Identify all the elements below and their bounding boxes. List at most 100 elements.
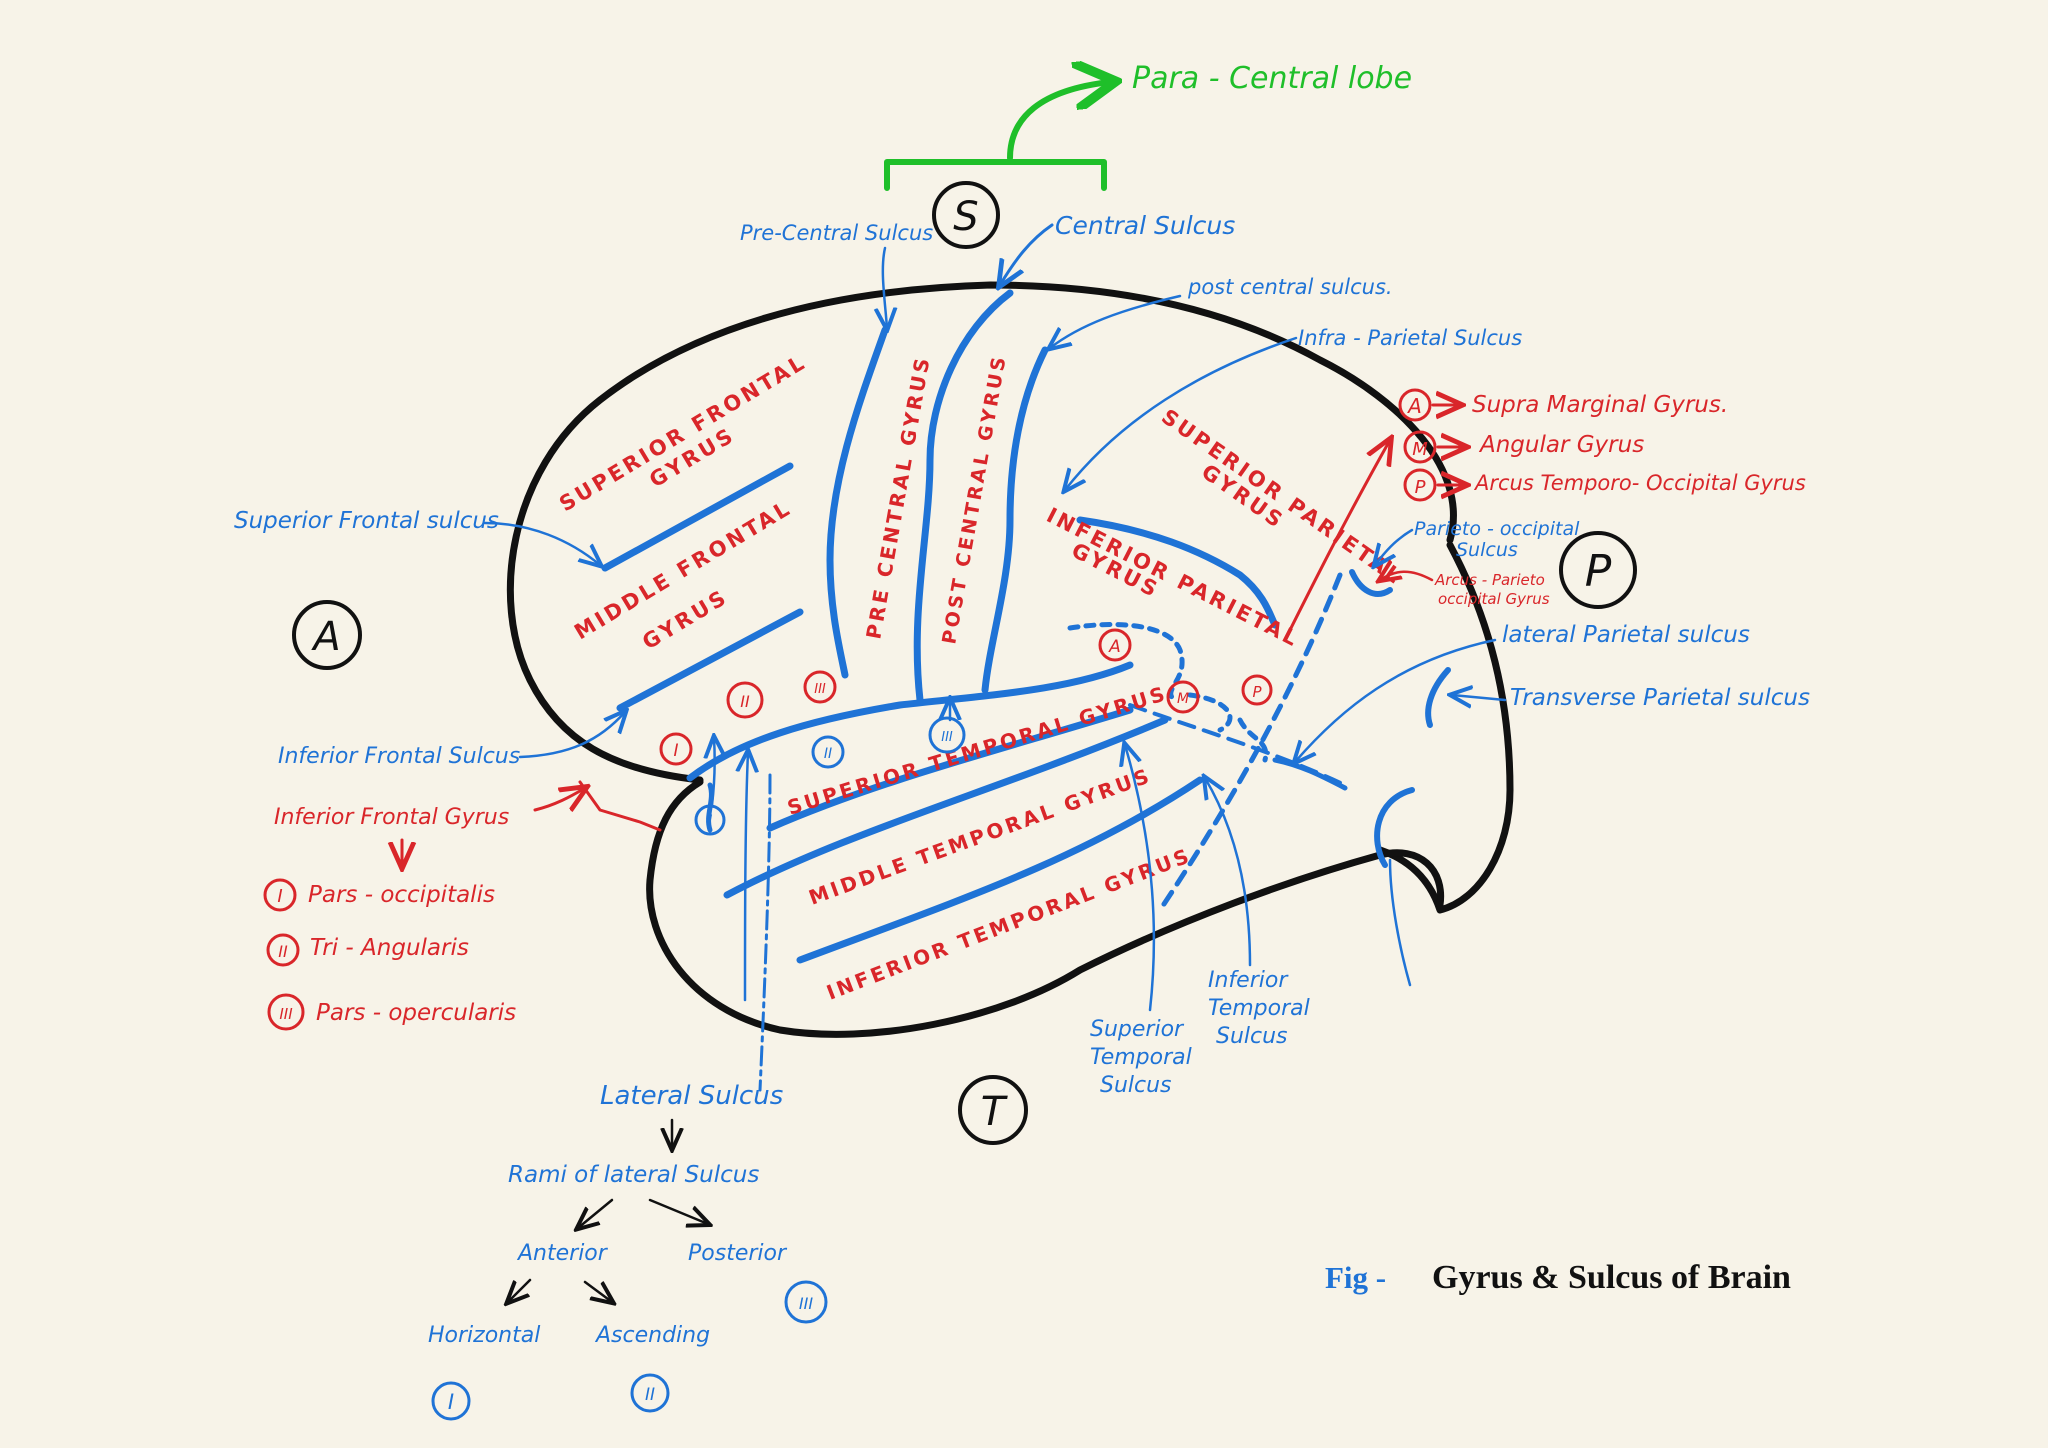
lateral-sulcus-tree: Lateral Sulcus Rami of lateral Sulcus An… bbox=[428, 1081, 828, 1421]
svg-text:Angular Gyrus: Angular Gyrus bbox=[1478, 432, 1644, 458]
supramarginal-dotted bbox=[1067, 622, 1185, 703]
region-p-badge: P bbox=[1559, 531, 1637, 609]
central-sulcus-label: Central Sulcus bbox=[1055, 211, 1235, 240]
svg-text:Sulcus: Sulcus bbox=[1100, 1073, 1172, 1098]
transverse-parietal-sulcus-line bbox=[1425, 667, 1451, 728]
superior-temporal-sulcus-arrow bbox=[1125, 745, 1156, 1012]
svg-text:I: I bbox=[707, 812, 712, 832]
svg-text:Temporal: Temporal bbox=[1208, 996, 1310, 1021]
brain-outline bbox=[506, 281, 1514, 1038]
paracentral-bracket bbox=[884, 82, 1110, 191]
svg-text:SUPERIOR FRONTAL: SUPERIOR FRONTAL bbox=[555, 350, 810, 517]
precentral-sulcus-label: Pre-Central Sulcus bbox=[740, 221, 933, 245]
occipital-tail bbox=[1388, 858, 1412, 987]
angular-dotted bbox=[1187, 692, 1233, 733]
brain-badges: I II III I II III A M P bbox=[659, 628, 1273, 836]
parieto-occipital-dashed bbox=[1157, 572, 1343, 913]
figure-caption-prefix: Fig - bbox=[1325, 1260, 1386, 1295]
svg-text:III: III bbox=[941, 730, 953, 745]
svg-text:Arcus Temporo- Occipital Gyrus: Arcus Temporo- Occipital Gyrus bbox=[1473, 471, 1806, 495]
svg-text:Rami of lateral Sulcus: Rami of lateral Sulcus bbox=[508, 1162, 759, 1188]
arcus-parieto-occipital-arc bbox=[1349, 569, 1393, 597]
inferior-frontal-gyrus-label: Inferior Frontal Gyrus bbox=[274, 805, 509, 830]
central-sulcus-arrow bbox=[1000, 223, 1054, 285]
svg-text:Anterior: Anterior bbox=[516, 1241, 609, 1266]
superior-temporal-sulcus-label: Superior Temporal Sulcus bbox=[1090, 1017, 1192, 1098]
superior-frontal-sulcus-line bbox=[601, 462, 794, 572]
region-t-badge: T bbox=[958, 1075, 1028, 1145]
inferior-frontal-gyrus-bracket bbox=[578, 780, 662, 832]
arcus-parieto-occipital-label: Arcus - Parieto bbox=[1434, 571, 1545, 589]
svg-text:I: I bbox=[448, 1390, 454, 1414]
svg-text:Supra Marginal Gyrus.: Supra Marginal Gyrus. bbox=[1472, 392, 1728, 418]
inferior-frontal-sulcus-line bbox=[616, 608, 804, 712]
inferior-temporal-sulcus-line bbox=[796, 776, 1204, 964]
lateral-parietal-sulcus-label: lateral Parietal sulcus bbox=[1502, 622, 1750, 648]
svg-text:Posterior: Posterior bbox=[688, 1241, 788, 1266]
lateral-sulcus-end bbox=[1272, 757, 1348, 791]
superior-temporal-sulcus-line bbox=[766, 706, 1134, 832]
superior-frontal-sulcus-label: Superior Frontal sulcus bbox=[234, 508, 499, 534]
svg-text:Sulcus: Sulcus bbox=[1216, 1024, 1288, 1049]
svg-text:Tri - Angularis: Tri - Angularis bbox=[310, 935, 469, 961]
svg-text:P: P bbox=[1415, 477, 1426, 498]
precentral-sulcus-arrow bbox=[883, 246, 887, 328]
svg-text:II: II bbox=[278, 942, 288, 961]
svg-text:M: M bbox=[1412, 439, 1428, 460]
svg-text:PRE CENTRAL GYRUS: PRE CENTRAL GYRUS bbox=[861, 354, 935, 641]
svg-text:II: II bbox=[824, 746, 832, 762]
parieto-occipital-sulcus-label: Parieto - occipital bbox=[1414, 518, 1580, 540]
parieto-occipital-sulcus-label-2: Sulcus bbox=[1456, 539, 1518, 561]
intraparietal-sulcus-line bbox=[1076, 516, 1279, 629]
svg-text:II: II bbox=[740, 692, 750, 711]
svg-text:Temporal: Temporal bbox=[1090, 1045, 1192, 1070]
inferior-frontal-sulcus-arrow bbox=[518, 712, 625, 759]
intraparietal-sulcus-arrow bbox=[1065, 336, 1298, 490]
precentral-sulcus-line bbox=[826, 326, 889, 679]
svg-text:A: A bbox=[1108, 637, 1121, 657]
svg-text:III: III bbox=[814, 682, 826, 697]
superior-frontal-sulcus-arrow bbox=[483, 521, 600, 565]
arcus-parieto-occipital-arrow bbox=[1380, 572, 1434, 580]
postcentral-sulcus-arrow bbox=[1050, 294, 1182, 348]
svg-text:A: A bbox=[1406, 394, 1422, 418]
lateral-parietal-sulcus-arrow bbox=[1295, 638, 1497, 762]
inferior-frontal-gyrus-arrow bbox=[533, 788, 585, 810]
svg-text:T: T bbox=[981, 1089, 1009, 1135]
occipital-curve bbox=[1374, 787, 1415, 868]
region-a-badge: A bbox=[292, 600, 362, 670]
svg-text:III: III bbox=[279, 1005, 293, 1023]
svg-text:Superior: Superior bbox=[1090, 1017, 1185, 1042]
paracentral-lobe-label: Para - Central lobe bbox=[1132, 61, 1412, 96]
region-s-badge: S bbox=[932, 181, 1000, 249]
ramus-ii-arrow bbox=[745, 752, 748, 1002]
transverse-parietal-sulcus-arrow bbox=[1452, 695, 1507, 700]
transverse-parietal-sulcus-label: Transverse Parietal sulcus bbox=[1510, 685, 1810, 711]
central-sulcus-line bbox=[913, 289, 1014, 704]
postcentral-sulcus-line bbox=[981, 346, 1049, 694]
svg-text:A: A bbox=[310, 614, 340, 660]
svg-text:Pars - occipitalis: Pars - occipitalis bbox=[308, 882, 495, 908]
inferior-frontal-sulcus-label: Inferior Frontal Sulcus bbox=[278, 744, 520, 769]
figure-caption-title: Gyrus & Sulcus of Brain bbox=[1432, 1259, 1791, 1296]
parietal-legend: A Supra Marginal Gyrus. M Angular Gyrus … bbox=[1398, 388, 1806, 502]
svg-text:I: I bbox=[673, 741, 678, 761]
arcus-dotted bbox=[1237, 717, 1269, 763]
svg-text:SUPERIOR PARIETAL: SUPERIOR PARIETAL bbox=[1157, 404, 1407, 589]
inferior-temporal-sulcus-label: Inferior Temporal Sulcus bbox=[1208, 968, 1310, 1049]
middle-temporal-sulcus-line bbox=[723, 716, 1169, 899]
arcus-parieto-occipital-label-2: occipital Gyrus bbox=[1438, 590, 1550, 608]
svg-text:P: P bbox=[1252, 683, 1262, 701]
lateral-sulcus-leader bbox=[758, 773, 772, 1092]
svg-text:S: S bbox=[953, 194, 978, 240]
svg-text:P: P bbox=[1585, 546, 1612, 597]
ramus-i-arrow bbox=[712, 738, 715, 807]
svg-text:M: M bbox=[1177, 691, 1189, 707]
svg-text:I: I bbox=[277, 886, 282, 907]
intraparietal-sulcus-label: Infra - Parietal Sulcus bbox=[1298, 326, 1522, 350]
svg-text:III: III bbox=[799, 1294, 813, 1313]
svg-text:Horizontal: Horizontal bbox=[428, 1323, 540, 1348]
svg-text:II: II bbox=[645, 1385, 655, 1405]
